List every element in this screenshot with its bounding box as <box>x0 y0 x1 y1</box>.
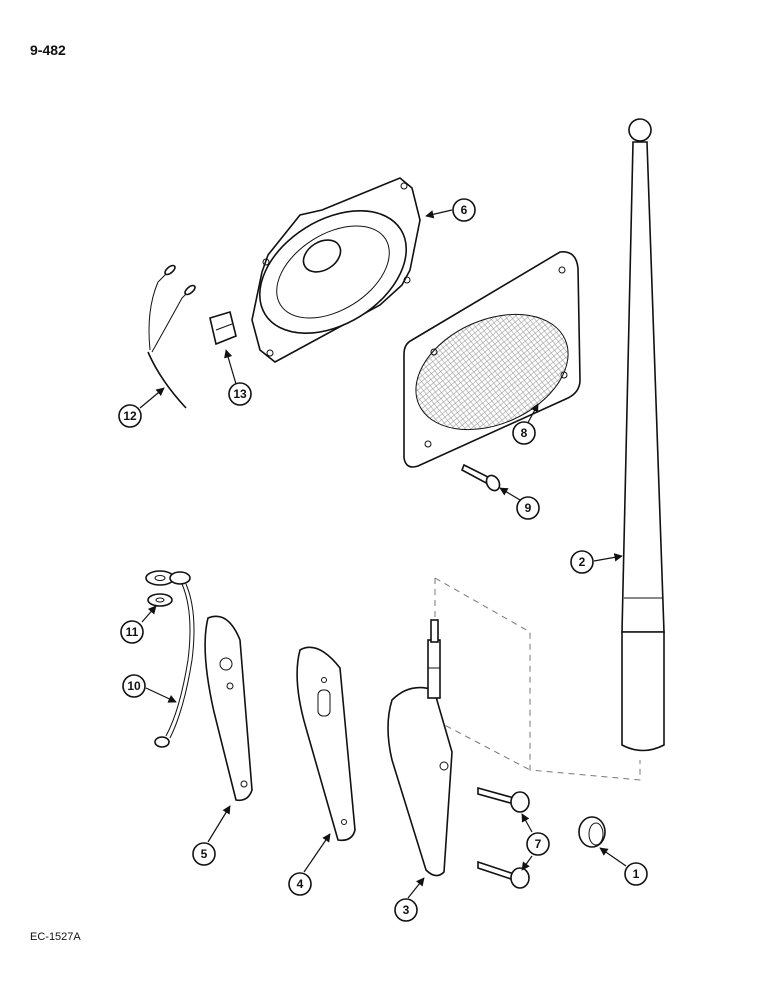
callout-4-label: 4 <box>297 877 304 891</box>
callout-13: 13 <box>228 382 252 406</box>
callout-1-label: 1 <box>633 867 640 881</box>
speaker <box>251 177 421 363</box>
ground-strap <box>154 571 195 748</box>
speaker-cable <box>147 264 196 409</box>
callout-6-label: 6 <box>461 203 468 217</box>
callout-3-label: 3 <box>403 903 410 917</box>
speaker-grille <box>403 251 581 468</box>
callout-10-label: 10 <box>127 679 141 693</box>
antenna-cap <box>578 816 606 848</box>
leader-lines <box>139 209 627 899</box>
callout-4: 4 <box>288 872 312 896</box>
callout-11: 11 <box>120 620 144 644</box>
callout-12: 12 <box>118 404 142 428</box>
callout-9-label: 9 <box>525 501 532 515</box>
callout-12-label: 12 <box>123 409 137 423</box>
callout-13-label: 13 <box>233 387 247 401</box>
callout-10: 10 <box>122 674 146 698</box>
callout-6: 6 <box>452 198 476 222</box>
antenna-base <box>387 619 453 877</box>
callout-11-label: 11 <box>126 625 139 639</box>
gasket <box>204 615 253 802</box>
callout-3: 3 <box>394 898 418 922</box>
callout-1: 1 <box>624 862 648 886</box>
mounting-outline-dashed <box>434 577 641 781</box>
wire-clip <box>209 310 237 346</box>
callout-8: 8 <box>512 421 536 445</box>
callout-2-label: 2 <box>579 555 586 569</box>
grille-screw <box>460 463 501 492</box>
callout-2: 2 <box>570 550 594 574</box>
callout-5-label: 5 <box>201 847 208 861</box>
antenna-mast <box>621 118 665 752</box>
base-screws <box>477 786 530 889</box>
mounting-base <box>296 646 356 842</box>
callout-7-label: 7 <box>535 837 542 851</box>
callout-7: 7 <box>526 832 550 856</box>
page-number: 9-482 <box>30 42 66 58</box>
callout-9: 9 <box>516 496 540 520</box>
callout-8-label: 8 <box>521 426 528 440</box>
figure-code: EC-1527A <box>30 931 81 943</box>
callout-5: 5 <box>192 842 216 866</box>
